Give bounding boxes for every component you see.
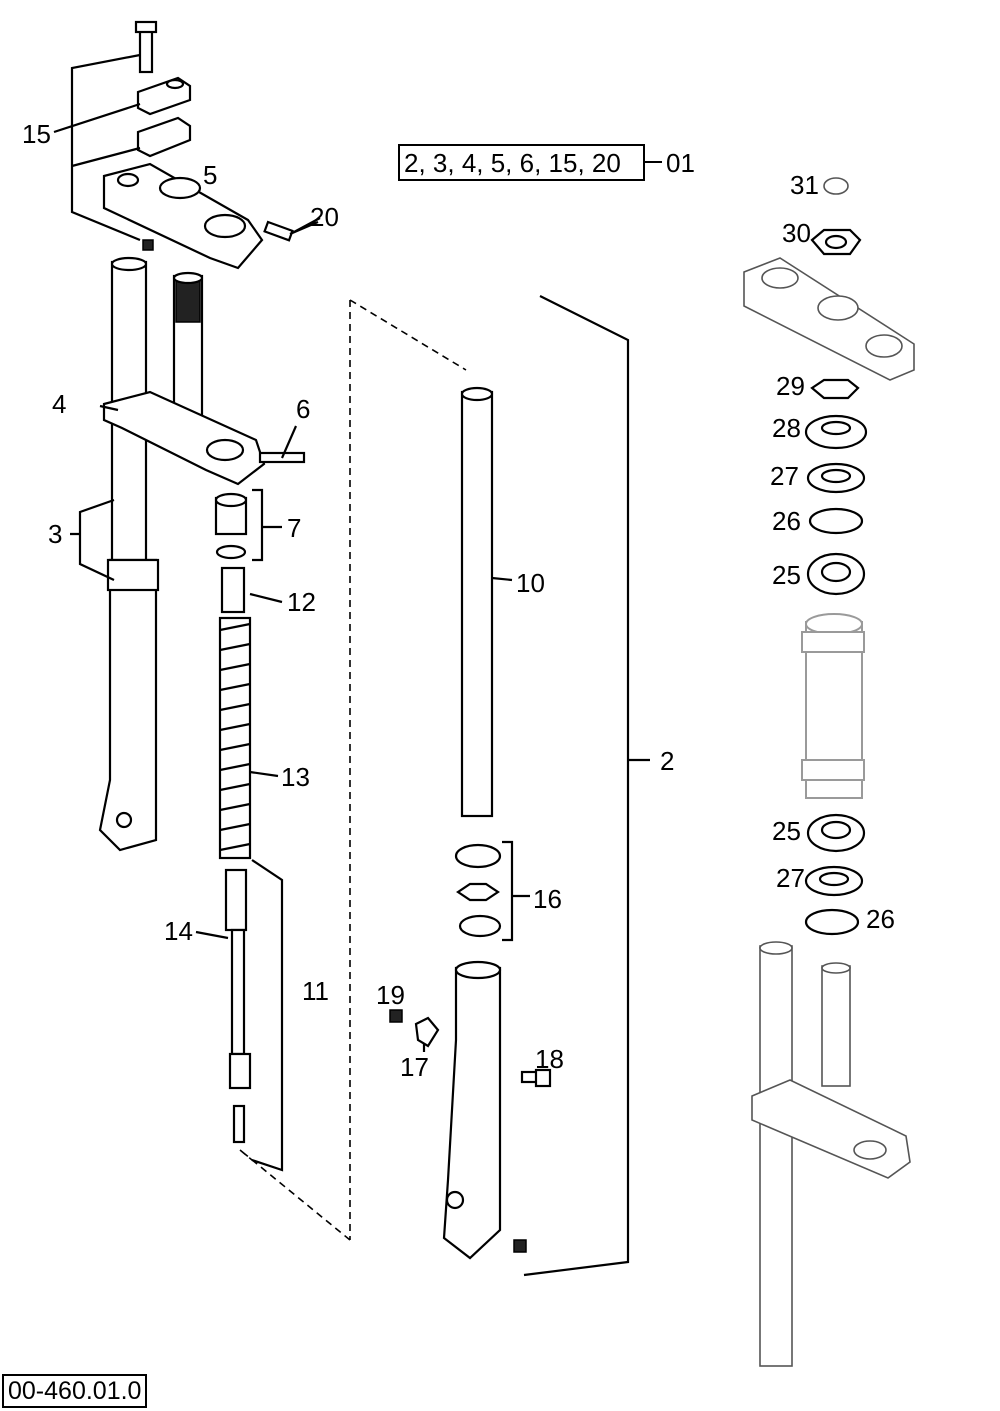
- seal-kit-16: [454, 843, 502, 938]
- callout-label: 26: [866, 904, 895, 934]
- callout-label: 31: [790, 170, 819, 200]
- callout-label: 19: [376, 980, 405, 1010]
- nut-19: [389, 1009, 403, 1023]
- bearing-25-lower: [806, 813, 866, 853]
- upper-clamp-right: [743, 257, 915, 381]
- callout-label: 11: [302, 976, 329, 1006]
- callout-label: 20: [310, 202, 339, 232]
- callout-label: 14: [164, 916, 193, 946]
- clamp-bolt: [134, 20, 158, 74]
- kit-box-text: 2, 3, 4, 5, 6, 15, 20: [404, 148, 621, 178]
- bearing-25: [806, 552, 866, 596]
- fork-spring: [218, 616, 252, 860]
- screw-18: [520, 1068, 552, 1088]
- kit-box-suffix: 01: [666, 148, 695, 178]
- callout-label: 4: [52, 389, 66, 419]
- bracket-7: [252, 488, 282, 562]
- oring-26: [808, 507, 864, 535]
- callout-label: 25: [772, 816, 801, 846]
- callout-labels: 15 5 20 4 6 3 7 12 13 14 11 10 2 16 19 1…: [22, 119, 895, 1082]
- fork-outer-leg: [442, 960, 502, 1260]
- callout-label: 10: [516, 568, 545, 598]
- callout-label: 28: [772, 413, 801, 443]
- steering-stem: [172, 271, 204, 428]
- callout-label: 12: [287, 587, 316, 617]
- callout-label: 2: [660, 746, 674, 776]
- bracket-16: [502, 840, 530, 942]
- callout-label: 18: [535, 1044, 564, 1074]
- upper-triple-clamp: [102, 162, 264, 270]
- callout-label: 3: [48, 519, 62, 549]
- lower-clamp-right: [751, 941, 911, 1367]
- callout-label: 26: [772, 506, 801, 536]
- callout-label: 15: [22, 119, 51, 149]
- callout-label: 27: [770, 461, 799, 491]
- callout-label: 27: [776, 863, 805, 893]
- callout-label: 16: [533, 884, 562, 914]
- oring-26-lower: [804, 908, 860, 936]
- drawing-number: 00-460.01.0: [2, 1374, 148, 1408]
- callout-label: 25: [772, 560, 801, 590]
- callout-label: 6: [296, 394, 310, 424]
- nut-29: [810, 378, 860, 400]
- callout-label: 30: [782, 218, 811, 248]
- handlebar-clamp-lower: [136, 116, 192, 158]
- nut-30: [810, 228, 862, 256]
- fork-tube-10: [460, 386, 494, 818]
- clip-17: [414, 1016, 440, 1048]
- washer-27: [806, 462, 866, 494]
- leader-3: [70, 498, 115, 581]
- nut: [142, 239, 154, 251]
- bracket-11: [251, 859, 284, 1172]
- spacer-tube: [220, 566, 246, 614]
- bracket-2: [523, 295, 650, 1277]
- washer-27-lower: [804, 865, 864, 897]
- ring-28: [804, 414, 868, 450]
- handlebar-clamp-upper: [136, 76, 192, 116]
- callout-bracket-15: [53, 53, 141, 242]
- callout-label: 13: [281, 762, 310, 792]
- callout-label: 5: [203, 160, 217, 190]
- callout-label: 7: [287, 513, 301, 543]
- cap-31: [823, 177, 849, 195]
- damper-cartridge: [224, 868, 252, 1144]
- callout-label: 17: [400, 1052, 429, 1082]
- callout-label: 29: [776, 371, 805, 401]
- drain-screw: [513, 1239, 527, 1253]
- kit-box: 2, 3, 4, 5, 6, 15, 20 01: [398, 144, 695, 181]
- fork-leg-left: [98, 256, 160, 852]
- leader-lines: [99, 220, 513, 1052]
- dashed-assembly-line: [239, 299, 467, 1241]
- fork-cap: [214, 492, 248, 560]
- head-tube-ghost: [801, 613, 865, 799]
